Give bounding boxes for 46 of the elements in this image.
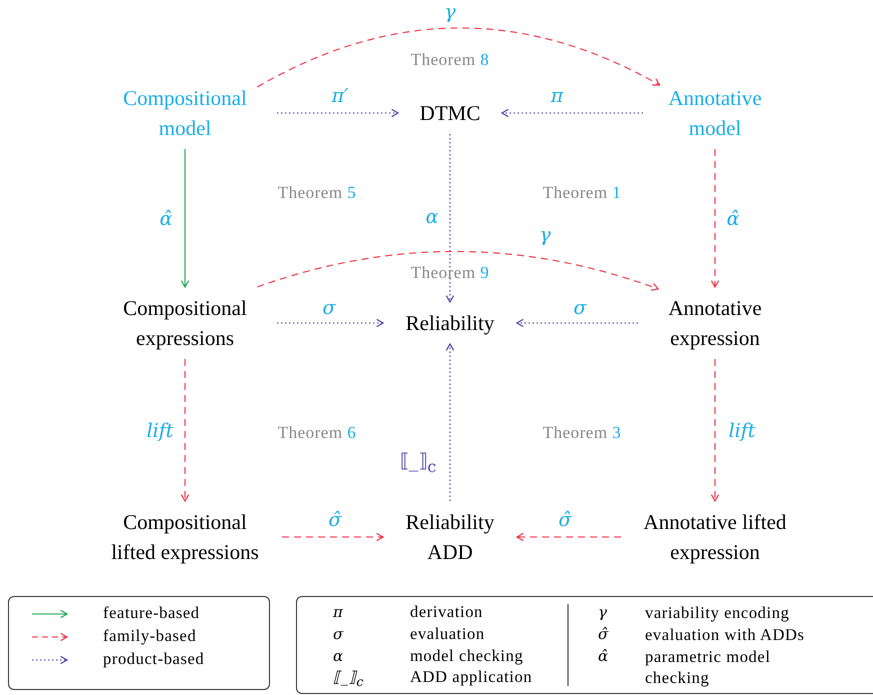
theorem-label: Theorem 3 (542, 423, 622, 443)
arrow (446, 343, 454, 501)
symbol-description: parametric model checking (645, 646, 772, 688)
arrow (282, 532, 384, 542)
symbol-description: derivation (410, 602, 483, 622)
node-label: Annotative model (649, 81, 781, 145)
node-label: Annotative lifted expression (627, 505, 803, 569)
symbol: σ̂ (598, 624, 609, 644)
theorem-label: Theorem 5 (278, 183, 356, 203)
node-label: Reliability ADD (389, 505, 511, 569)
arrow (277, 318, 384, 328)
theorem-label: Theorem 9 (410, 263, 490, 283)
symbol-description: variability encoding (645, 602, 790, 623)
legend-text: family-based (103, 626, 196, 646)
arrow (710, 359, 720, 502)
arrow (256, 28, 660, 88)
symbol-description: ADD application (410, 667, 532, 687)
symbol: σ (333, 624, 344, 644)
arrow (277, 108, 399, 118)
theorem-label: Theorem 8 (410, 50, 490, 70)
symbol: ⟦_⟧$_{c}$ (333, 667, 364, 691)
arrow (257, 251, 659, 291)
symbol-description: evaluation (410, 624, 485, 644)
arrow (446, 134, 454, 303)
symbol-description: model checking (410, 646, 524, 666)
node-label: Annotative expression (644, 291, 786, 355)
legend-text: feature-based (103, 603, 200, 623)
node-label: Compositional lifted expressions (94, 505, 276, 569)
arrow (180, 149, 190, 288)
arrow (501, 108, 643, 118)
symbol: α (333, 646, 344, 666)
theorem-label: Theorem 6 (278, 423, 356, 443)
node-label: Compositional expressions (99, 291, 271, 355)
symbol: γ (598, 602, 608, 622)
arrow (710, 149, 720, 288)
node-label: Reliability (389, 306, 511, 340)
legend-text: product-based (103, 649, 204, 669)
arrow (516, 532, 621, 542)
symbol-description: evaluation with ADDs (645, 624, 806, 645)
arrow (516, 318, 638, 328)
theorem-label: Theorem 1 (542, 183, 622, 203)
symbol: π (333, 602, 344, 622)
node-label: Compositional model (99, 81, 271, 145)
node-label: DTMC (404, 96, 496, 130)
symbol: α̂ (598, 646, 609, 666)
arrow (180, 359, 190, 502)
